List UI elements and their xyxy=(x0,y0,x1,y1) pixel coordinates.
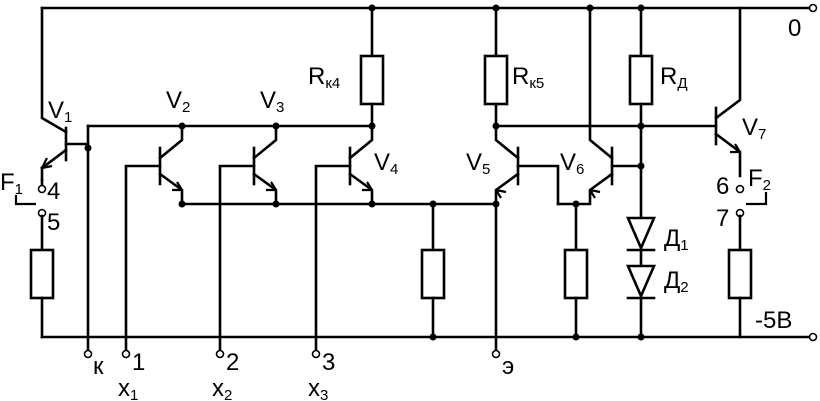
resistor-rk4 xyxy=(359,6,385,128)
bottom-rail-terminal[interactable] xyxy=(808,332,818,342)
output-f1-pin-5: 5 xyxy=(47,209,60,236)
transistor-v1 xyxy=(40,6,90,182)
diode-d2-label: Д2 xyxy=(664,267,689,296)
top-rail-label: 0 xyxy=(788,15,801,42)
diode-d1 xyxy=(626,216,656,266)
terminal-e-label: э xyxy=(502,353,514,380)
transistor-v7 xyxy=(714,6,742,178)
bottom-rail-label: -5В xyxy=(755,307,792,334)
terminal-e[interactable] xyxy=(491,349,501,359)
output-f2-pin-7: 7 xyxy=(716,205,729,232)
terminal-x1-label: x1 xyxy=(118,375,138,401)
output-f1 xyxy=(14,178,55,339)
terminal-x3[interactable] xyxy=(311,349,321,359)
terminal-k-label: к xyxy=(93,353,104,380)
transistor-v5 xyxy=(494,124,560,206)
resistor-rd-label: RД xyxy=(660,63,688,92)
junction xyxy=(429,333,437,341)
resistor-rk5-label: Rк5 xyxy=(512,63,544,92)
transistor-v1-label: V1 xyxy=(48,97,72,126)
junction xyxy=(637,333,645,341)
transistor-v7-label: V7 xyxy=(742,114,766,143)
terminal-k[interactable] xyxy=(83,349,93,359)
junction xyxy=(368,4,376,12)
output-f2-pin-6: 6 xyxy=(716,173,729,200)
terminal-x1-pin: 1 xyxy=(132,349,145,376)
diode-d2 xyxy=(626,264,656,339)
transistor-v4-label: V4 xyxy=(374,149,398,178)
emitter-net xyxy=(180,202,498,352)
junction xyxy=(572,200,580,208)
junction xyxy=(586,4,594,12)
terminal-x2[interactable] xyxy=(215,349,225,359)
resistor-rk4-label: Rк4 xyxy=(308,63,340,92)
junction xyxy=(368,200,376,208)
resistor-rk5 xyxy=(483,6,509,128)
transistor-v3-label: V3 xyxy=(260,87,284,116)
junction xyxy=(572,333,580,341)
terminal-x3-label: x3 xyxy=(308,375,328,401)
transistor-v6-label: V6 xyxy=(560,149,584,178)
junction xyxy=(429,200,437,208)
junction xyxy=(272,200,280,208)
terminal-x2-label: x2 xyxy=(212,375,232,401)
terminal-x2-pin: 2 xyxy=(226,349,239,376)
junction xyxy=(492,4,500,12)
transistor-v2 xyxy=(124,124,184,352)
junction xyxy=(84,144,92,152)
transistor-v2-label: V2 xyxy=(166,87,190,116)
output-f2 xyxy=(727,184,768,339)
transistor-v5-label: V5 xyxy=(466,149,490,178)
resistor-rd xyxy=(628,6,654,218)
diode-d1-label: Д1 xyxy=(664,225,689,254)
output-f1-label: F1 xyxy=(0,169,23,198)
terminal-x3-pin: 3 xyxy=(322,349,335,376)
transistor-v3 xyxy=(218,124,278,352)
junction xyxy=(637,162,645,170)
terminal-x1[interactable] xyxy=(121,349,131,359)
output-f2-label: F2 xyxy=(748,165,771,194)
junction xyxy=(637,4,645,12)
output-f1-pin-4: 4 xyxy=(47,178,60,205)
transistor-v4 xyxy=(314,124,374,352)
junction xyxy=(178,200,186,208)
collector-net xyxy=(86,124,374,352)
top-rail-terminal[interactable] xyxy=(808,3,818,13)
